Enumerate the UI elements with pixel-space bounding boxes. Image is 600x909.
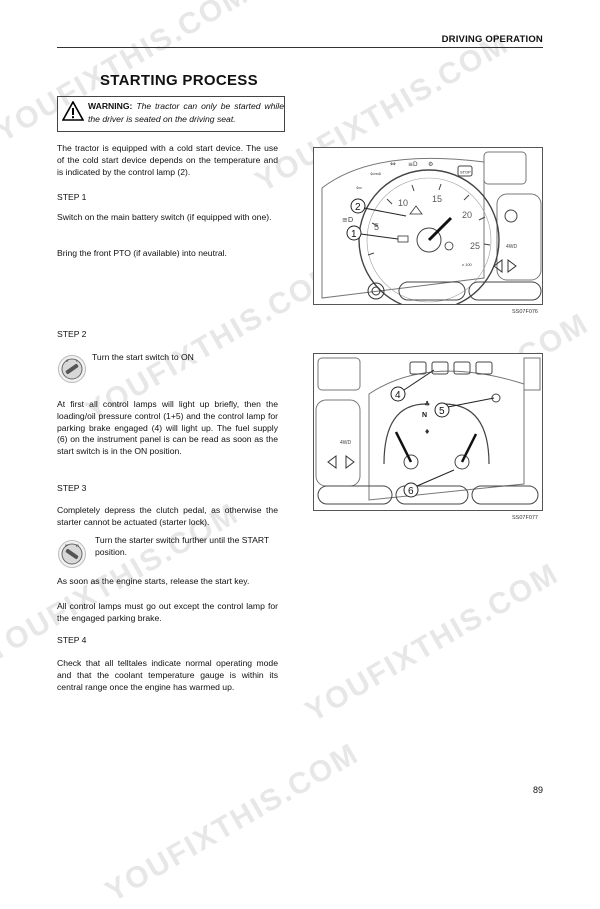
callout-number: 1 <box>351 229 357 240</box>
callout-number: 6 <box>408 486 414 497</box>
unit-label: x 100 <box>462 262 473 267</box>
speedometer-drawing: N ♣ ♦ 4WD 4 5 6 <box>315 357 541 505</box>
step-3-note: All control lamps must go out except the… <box>57 601 278 623</box>
svg-text:0: 0 <box>66 358 69 363</box>
step-1-heading: STEP 1 <box>57 192 87 202</box>
warning-triangle-icon <box>62 101 84 121</box>
step-1-paragraph: Switch on the main battery switch (if eq… <box>57 212 272 222</box>
intro-paragraph: The tractor is equipped with a cold star… <box>57 143 278 177</box>
svg-text:⚙: ⚙ <box>428 161 433 168</box>
step-3-instruction: Turn the starter switch further until th… <box>95 535 270 557</box>
step-2-paragraph: At first all control lamps will light up… <box>57 399 278 457</box>
svg-text:⇦⇨: ⇦⇨ <box>370 170 382 178</box>
step-3-paragraph: Completely depress the clutch pedal, as … <box>57 505 278 527</box>
callout-number: 5 <box>439 406 445 417</box>
header-divider <box>57 47 543 48</box>
svg-text:⇔: ⇔ <box>390 160 396 168</box>
figure-code: SS07F077 <box>512 515 538 521</box>
svg-text:♦: ♦ <box>424 428 430 436</box>
svg-text:♣: ♣ <box>424 400 430 408</box>
callout-number: 4 <box>395 390 401 401</box>
svg-text:≡D: ≡D <box>342 216 353 224</box>
warning-text: WARNING: The tractor can only be started… <box>88 100 284 125</box>
svg-text:R: R <box>76 543 79 548</box>
page-number: 89 <box>532 785 543 795</box>
callout-number: 2 <box>355 202 361 213</box>
step-2-heading: STEP 2 <box>57 329 87 339</box>
svg-text:I: I <box>76 358 77 363</box>
warning-box: WARNING: The tractor can only be started… <box>57 96 285 132</box>
neutral-indicator: N <box>422 412 427 419</box>
dial-label: 20 <box>462 210 472 220</box>
watermark-text: YOUFIXTHIS.COM <box>300 556 565 729</box>
stop-label: STOP <box>460 170 471 175</box>
step-4-heading: STEP 4 <box>57 635 87 645</box>
figure-speedometer-panel: N ♣ ♦ 4WD 4 5 6 <box>313 353 543 511</box>
step-2-instruction: Turn the start switch to ON <box>92 352 194 362</box>
figure-code: SS07F076 <box>512 309 538 315</box>
dial-label: 25 <box>470 241 480 251</box>
section-header: DRIVING OPERATION <box>441 34 543 45</box>
4wd-label: 4WD <box>506 244 518 250</box>
svg-text:≡D: ≡D <box>408 161 418 168</box>
watermark-text: YOUFIXTHIS.COM <box>100 736 365 909</box>
warning-label: WARNING: <box>88 101 133 111</box>
step-4-paragraph: Check that all telltales indicate normal… <box>57 658 278 692</box>
tachometer-drawing: 5 10 15 20 25 x 100 ⇔ ≡D ⚙ ⇦⇨ ⇦ ≡D STOP … <box>321 151 542 311</box>
svg-text:⇦: ⇦ <box>356 184 362 192</box>
step-1-paragraph: Bring the front PTO (if available) into … <box>57 248 227 258</box>
svg-text:P: P <box>65 543 68 548</box>
page-title: STARTING PROCESS <box>100 72 258 89</box>
4wd-label: 4WD <box>340 440 352 446</box>
figure-tachometer-panel: 5 10 15 20 25 x 100 ⇔ ≡D ⚙ ⇦⇨ ⇦ ≡D STOP … <box>313 147 543 311</box>
step-3-heading: STEP 3 <box>57 483 87 493</box>
dial-label: 15 <box>432 194 442 204</box>
warning-message: The tractor can only be started while th… <box>88 101 284 124</box>
step-3-note: As soon as the engine starts, release th… <box>57 576 250 586</box>
dial-label: 5 <box>374 222 379 232</box>
dial-label: 10 <box>398 198 408 208</box>
